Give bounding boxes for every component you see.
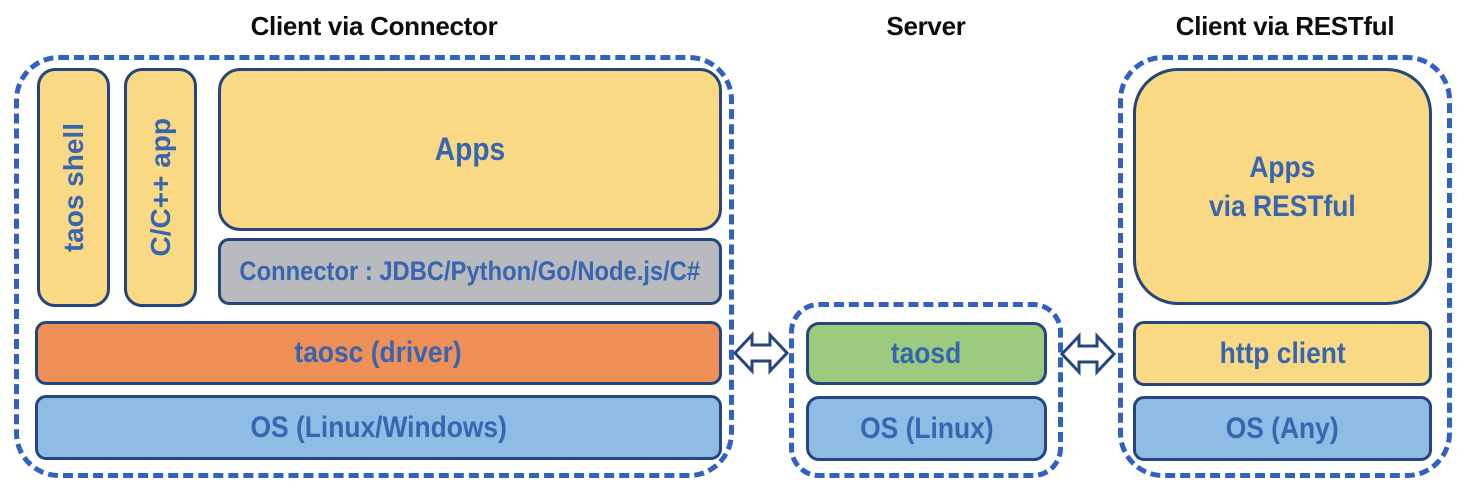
taosc-driver-box: taosc (driver) xyxy=(35,321,722,385)
client-restful-group-border xyxy=(1118,55,1452,478)
apps-via-restful-label: Apps via RESTful xyxy=(1209,150,1356,223)
apps-via-restful-box: Apps via RESTful xyxy=(1133,68,1432,305)
os-linux-box: OS (Linux) xyxy=(806,396,1047,461)
taos-shell-box: taos shell xyxy=(37,68,110,307)
taosd-box: taosd xyxy=(806,322,1047,385)
bidirectional-arrow-icon xyxy=(1060,332,1116,376)
connector-label: Connector : JDBC/Python/Go/Node.js/C# xyxy=(239,256,701,286)
server-section-title: Server xyxy=(886,11,966,41)
taosc-driver-label: taosc (driver) xyxy=(294,336,463,369)
os-any-box: OS (Any) xyxy=(1133,396,1432,461)
os-any-label: OS (Any) xyxy=(1226,411,1339,445)
apps-box: Apps xyxy=(218,68,722,231)
apps-label: Apps xyxy=(434,131,506,167)
http-client-box: http client xyxy=(1133,321,1432,386)
os-linux-label: OS (Linux) xyxy=(859,411,994,445)
c-cpp-app-label: C/C++ app xyxy=(144,118,176,257)
bidirectional-arrow-icon xyxy=(733,331,789,375)
http-client-label: http client xyxy=(1219,336,1346,370)
client-restful-section-title: Client via RESTful xyxy=(1175,11,1395,41)
taosd-label: taosd xyxy=(891,336,962,370)
client-connector-section-title: Client via Connector xyxy=(250,11,498,41)
os-linux-windows-box: OS (Linux/Windows) xyxy=(35,395,722,460)
client-connector-group-border xyxy=(14,55,734,478)
connector-box: Connector : JDBC/Python/Go/Node.js/C# xyxy=(218,238,722,305)
os-linux-windows-label: OS (Linux/Windows) xyxy=(250,410,507,444)
c-cpp-app-box: C/C++ app xyxy=(124,68,197,307)
taos-shell-label: taos shell xyxy=(57,122,89,253)
server-group-border xyxy=(789,302,1063,478)
